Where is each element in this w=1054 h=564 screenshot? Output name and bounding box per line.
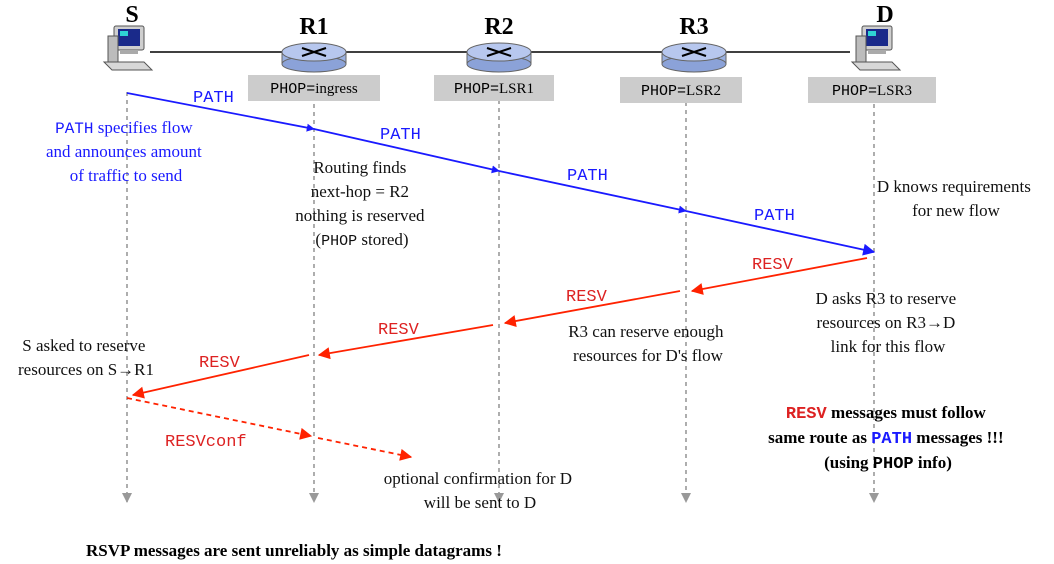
path-labels: PATH PATH PATH PATH: [193, 89, 795, 226]
phop-d: PHOP=LSR3: [832, 83, 912, 100]
node-r3-label: R3: [679, 14, 708, 40]
resv-arrow-3: [317, 324, 494, 360]
node-d-label: D: [876, 2, 893, 28]
phop-r2: PHOP=LSR1: [454, 81, 534, 98]
note-d-knows: D knows requirements for new flow: [877, 177, 1035, 220]
node-s: S: [102, 2, 154, 71]
phop-box-r1: [248, 75, 380, 101]
resv-arrow-1: [690, 257, 868, 295]
computer-icon: [850, 25, 902, 71]
path-arrow-2: [313, 128, 500, 174]
phop-box-r2: [434, 75, 554, 101]
path-arrow-1: [126, 92, 315, 132]
path-label-1: PATH: [193, 89, 234, 108]
resvconf-arrow: [126, 397, 413, 461]
node-s-label: S: [125, 2, 138, 28]
node-r2-label: R2: [484, 14, 513, 40]
path-arrow-4: [685, 210, 876, 256]
resv-label-1: RESV: [752, 256, 794, 275]
phop-box-d: [808, 77, 936, 103]
note-optional: optional confirmation for D will be sent…: [384, 469, 577, 512]
resv-arrow-4: [131, 354, 310, 399]
path-label-4: PATH: [754, 207, 795, 226]
note-follow: RESV messages must follow same route as …: [768, 403, 1008, 474]
router-icon: [661, 42, 727, 73]
resv-arrows: [131, 257, 868, 399]
node-r2: R2 PHOP=LSR1: [434, 14, 554, 101]
resv-arrow-2: [503, 290, 681, 327]
note-s-asked: S asked to reserve resources on S→R1: [18, 336, 154, 379]
phop-r3: PHOP=LSR2: [641, 83, 721, 100]
note-path-spec: PATH specifies flow and announces amount…: [46, 118, 206, 185]
path-label-2: PATH: [380, 126, 421, 145]
footer-note: RSVP messages are sent unreliably as sim…: [86, 541, 502, 560]
note-d-asks: D asks R3 to reserve resources on R3→D l…: [816, 289, 961, 356]
node-r3: R3 PHOP=LSR2: [620, 14, 742, 103]
node-r1-label: R1: [299, 14, 328, 40]
phop-r1: PHOP=ingress: [270, 81, 358, 98]
note-r3-can: R3 can reserve enough resources for D's …: [568, 322, 728, 365]
path-arrow-3: [498, 170, 687, 214]
phop-box-r3: [620, 77, 742, 103]
computer-icon: [102, 25, 154, 71]
node-d: D PHOP=LSR3: [808, 2, 936, 103]
router-icon: [466, 42, 532, 73]
path-label-3: PATH: [567, 167, 608, 186]
resv-label-4: RESV: [199, 354, 241, 373]
node-r1: R1 PHOP=ingress: [248, 14, 380, 101]
resv-label-2: RESV: [566, 288, 608, 307]
resv-labels: RESV RESV RESV RESV: [199, 256, 794, 373]
note-routing: Routing finds next-hop = R2 nothing is r…: [295, 158, 429, 250]
path-arrows: [126, 92, 876, 256]
router-icon: [281, 42, 347, 73]
resv-label-3: RESV: [378, 321, 420, 340]
resvconf-label: RESVconf: [165, 433, 247, 452]
